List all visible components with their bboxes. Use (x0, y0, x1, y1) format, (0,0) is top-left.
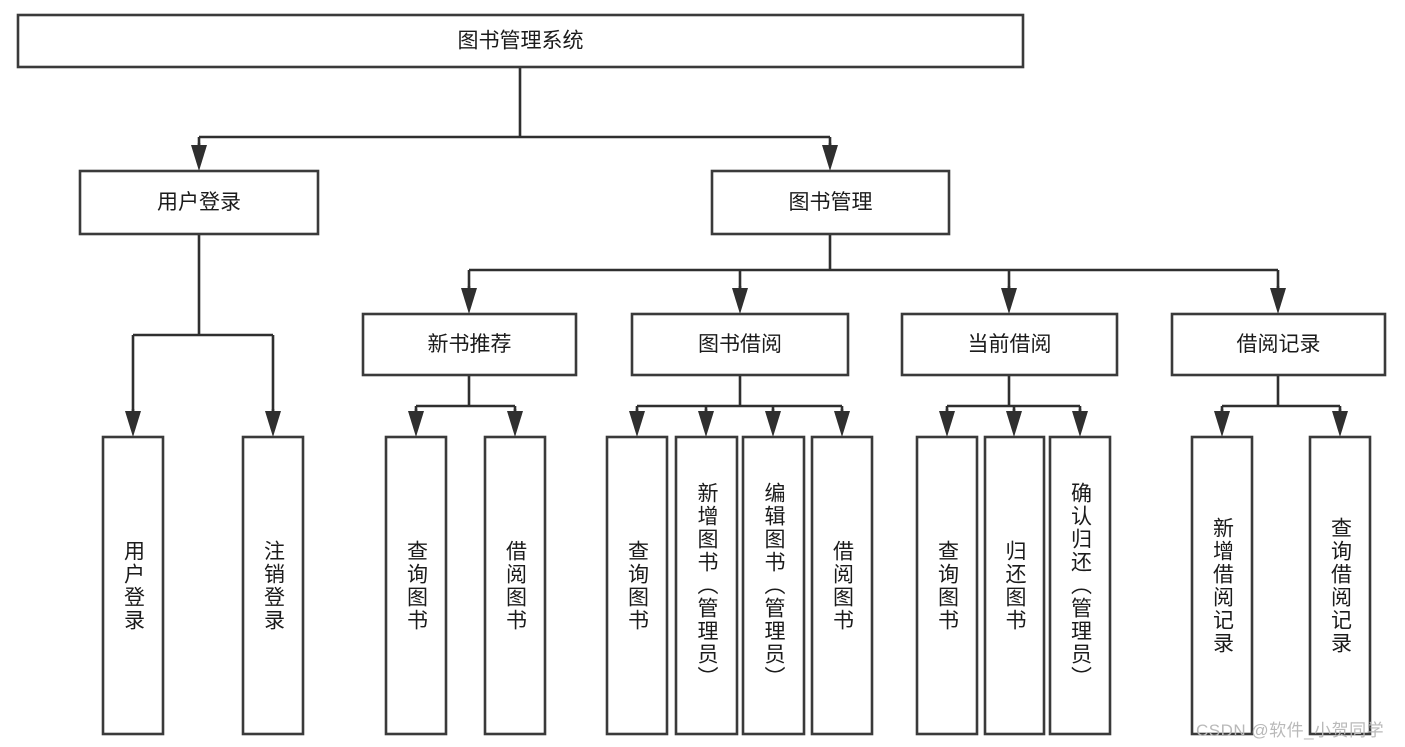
node-box-current-borrow[interactable] (900, 312, 1119, 377)
arrow-head-icon (125, 411, 141, 437)
node-box-leaf-confirm-return-admin[interactable] (1048, 435, 1112, 736)
connectors-layer (125, 67, 1348, 437)
node-label-book-management: 图书管理 (789, 191, 873, 214)
arrow-head-icon (1006, 411, 1022, 437)
arrow-head-icon (765, 411, 781, 437)
arrow-head-icon (1072, 411, 1088, 437)
node-box-leaf-borrow-book-rec[interactable] (483, 435, 547, 736)
arrow-head-icon (698, 411, 714, 437)
arrow-head-icon (461, 288, 477, 314)
node-box-leaf-query-borrow-record[interactable] (1308, 435, 1372, 736)
arrow-head-icon (732, 288, 748, 314)
node-box-leaf-user-logout[interactable] (241, 435, 305, 736)
arrow-head-icon (834, 411, 850, 437)
node-box-leaf-add-borrow-record[interactable] (1190, 435, 1254, 736)
node-label-new-book-recommend: 新书推荐 (428, 333, 512, 356)
arrow-head-icon (822, 145, 838, 171)
node-box-user-login[interactable] (78, 169, 320, 236)
node-label-root: 图书管理系统 (458, 30, 584, 53)
arrow-head-icon (1001, 288, 1017, 314)
node-label-book-borrow: 图书借阅 (698, 333, 782, 356)
node-box-leaf-edit-book-admin[interactable] (741, 435, 806, 736)
node-label-current-borrow: 当前借阅 (968, 333, 1052, 356)
node-box-book-management[interactable] (710, 169, 951, 236)
arrow-head-icon (1332, 411, 1348, 437)
watermark-text: CSDN @软件_小贺同学 (1196, 721, 1385, 740)
arrow-head-icon (629, 411, 645, 437)
arrow-head-icon (265, 411, 281, 437)
arrow-head-icon (191, 145, 207, 171)
arrow-head-icon (408, 411, 424, 437)
arrow-head-icon (507, 411, 523, 437)
node-box-leaf-user-login[interactable] (101, 435, 165, 736)
node-box-new-book-recommend[interactable] (361, 312, 578, 377)
arrow-head-icon (1270, 288, 1286, 314)
arrow-head-icon (939, 411, 955, 437)
node-box-leaf-query-book-borrow[interactable] (605, 435, 669, 736)
node-label-borrow-records: 借阅记录 (1237, 333, 1321, 356)
node-box-leaf-return-book[interactable] (983, 435, 1046, 736)
node-box-book-borrow[interactable] (630, 312, 850, 377)
node-box-leaf-add-book-admin[interactable] (674, 435, 739, 736)
node-label-user-login: 用户登录 (157, 191, 241, 214)
node-box-root[interactable] (16, 13, 1025, 69)
node-box-borrow-records[interactable] (1170, 312, 1387, 377)
node-box-leaf-query-book-rec[interactable] (384, 435, 448, 736)
node-box-leaf-query-book-current[interactable] (915, 435, 979, 736)
node-box-leaf-borrow-book[interactable] (810, 435, 874, 736)
arrow-head-icon (1214, 411, 1230, 437)
node-boxes-layer (16, 13, 1387, 736)
